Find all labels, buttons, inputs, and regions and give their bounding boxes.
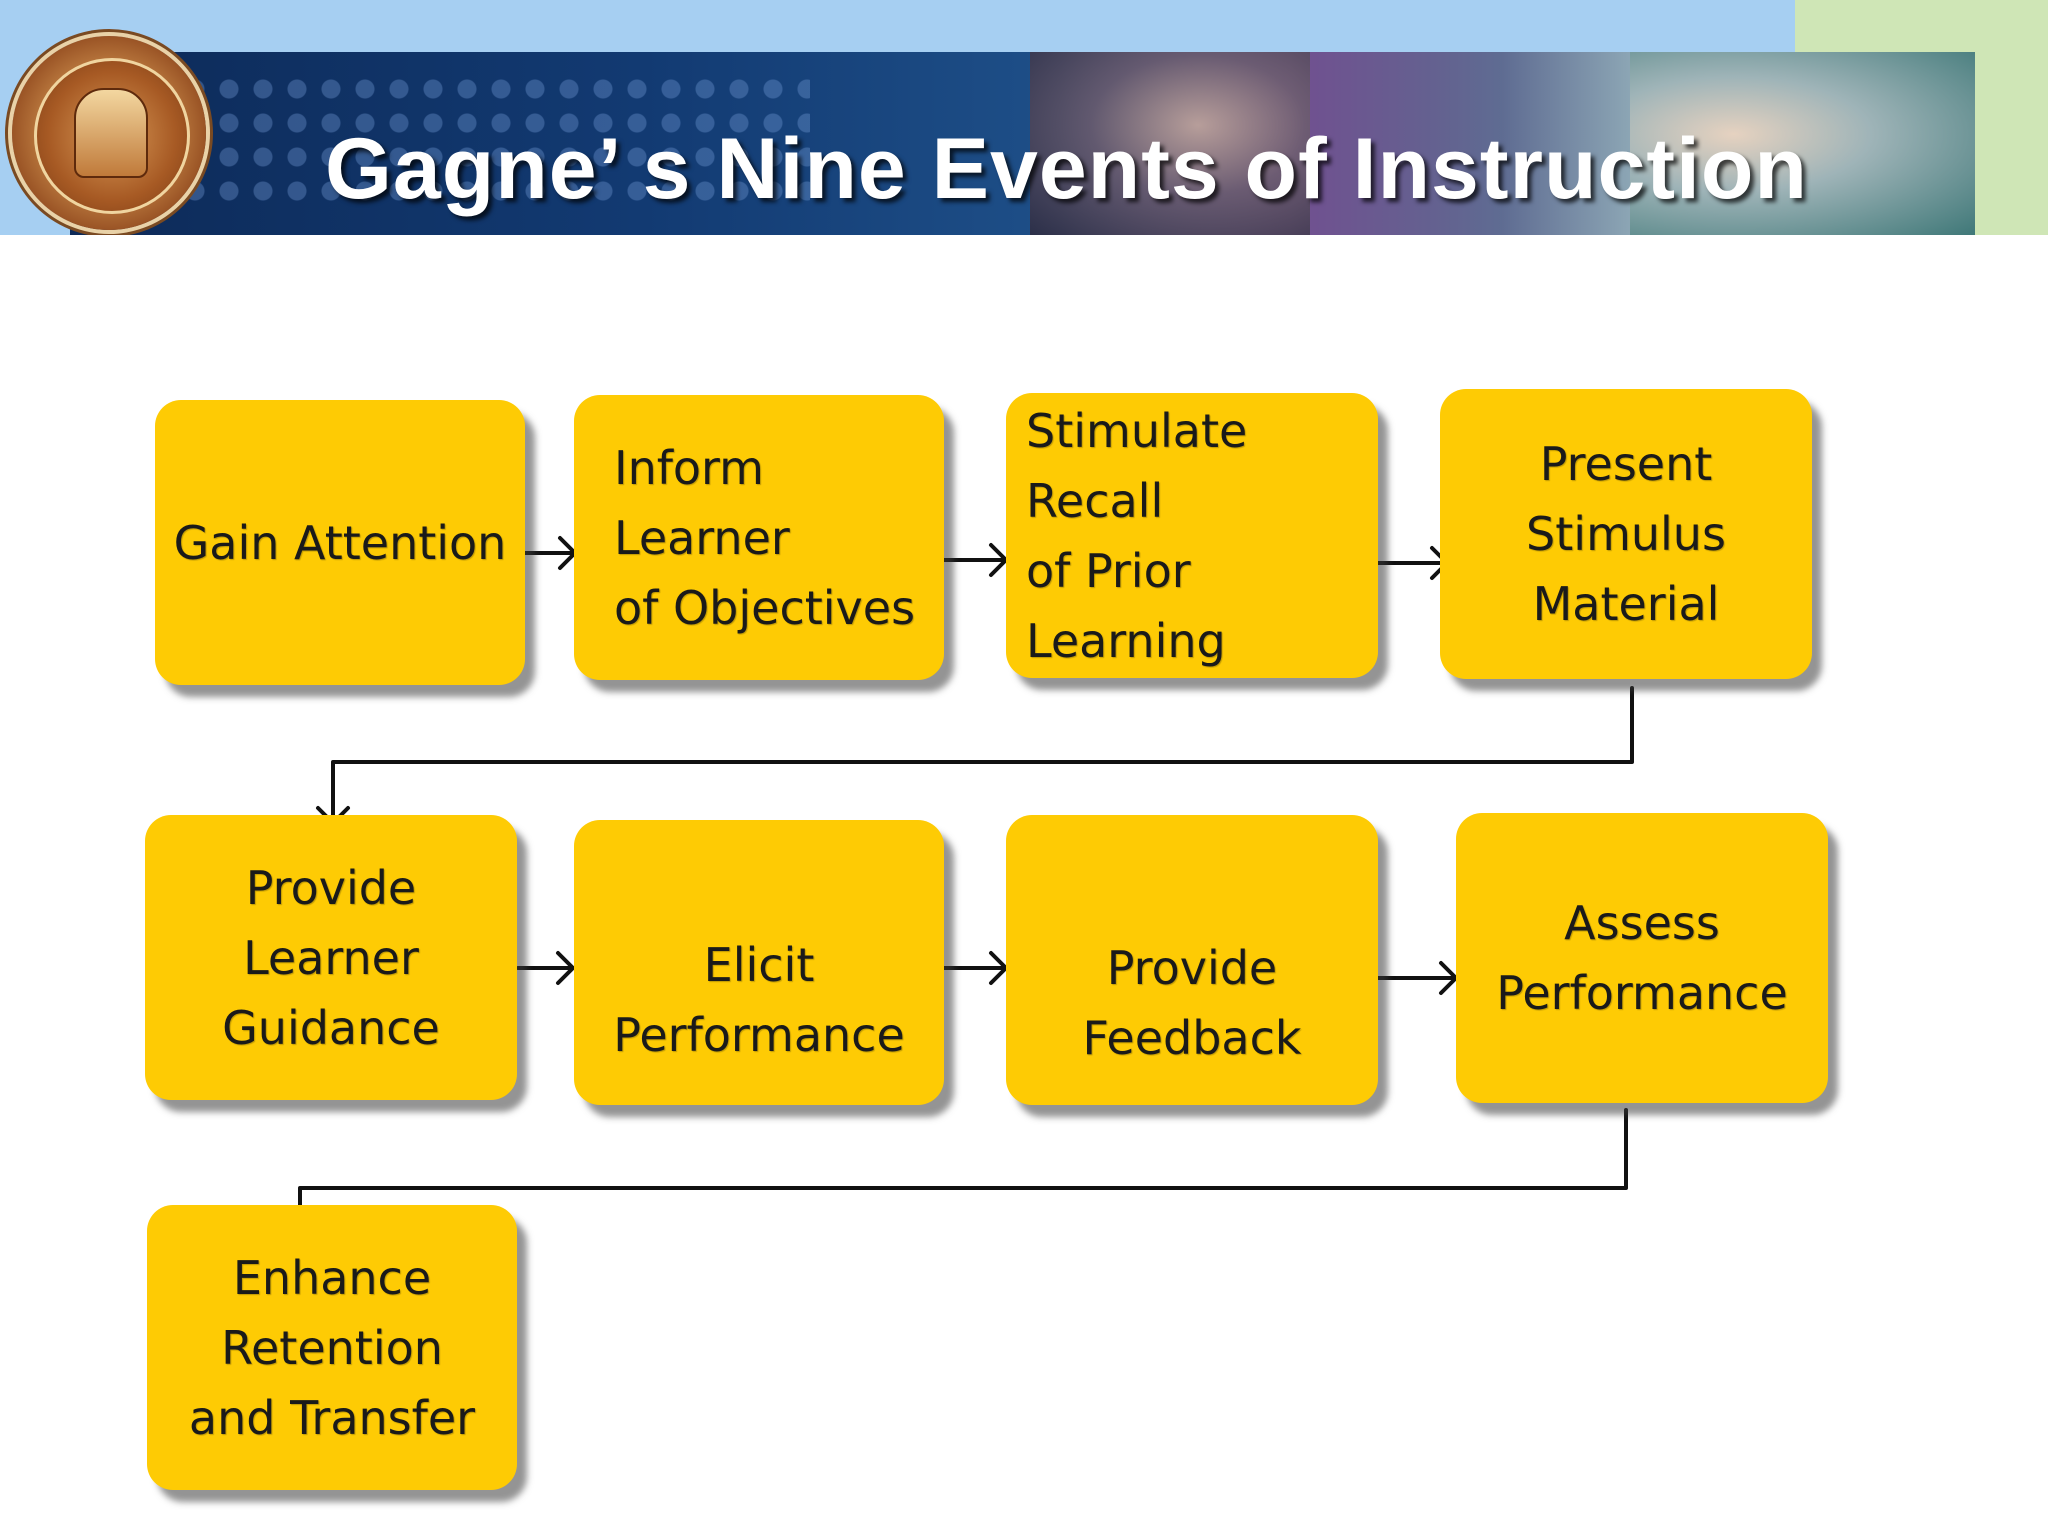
node-text: Provide Feedback [1082,941,1302,1065]
banner-photo-middle [1310,52,1630,235]
node-provide-guidance: Provide Learner Guidance [145,815,517,1100]
node-text: Inform Learner [614,440,790,565]
arrow-3-4 [1376,546,1449,580]
node-text: Elicit Performance [613,938,905,1062]
node-stimulate-recall: Stimulate Recall of Prior Learning [1006,393,1378,678]
arrow-2-3 [942,543,1008,577]
node-inform-learner: Inform Learner of Objectives [574,395,944,680]
node-assess-performance: Assess Performance [1456,813,1828,1103]
banner-pattern [110,72,810,212]
node-text: of Prior Learning [1026,543,1226,668]
node-text: Provide Learner [243,860,419,985]
top-band [0,0,1795,52]
node-present-stimulus: Present Stimulus Material [1440,389,1812,679]
node-text: Performance [1496,966,1788,1020]
node-text: Enhance Retention [221,1250,443,1375]
node-elicit-performance: Elicit Performance [574,820,944,1105]
node-text: Gain Attention [173,515,507,570]
node-enhance-retention: Enhance Retention and Transfer [147,1205,517,1490]
arrow-5-6 [516,951,575,985]
node-text: Guidance [222,1000,440,1055]
banner-photo-woman [1630,52,1975,235]
node-text: Assess [1564,896,1720,950]
arrow-6-7 [942,951,1008,985]
node-text: Present Stimulus [1526,437,1726,561]
node-provide-feedback: Provide Feedback [1006,815,1378,1105]
node-gain-attention: Gain Attention [155,400,525,685]
page-title: Gagne’ s Nine Events of Instruction [325,121,1808,217]
node-text: and Transfer [188,1390,476,1445]
header-banner [70,52,1975,235]
commission-seal-logo [12,36,206,230]
arrow-1-2 [522,536,577,570]
node-text: of Objectives [614,580,916,635]
banner-photo-people [1030,52,1310,235]
arrow-4-5 [316,686,1634,825]
node-text: Stimulate Recall [1026,403,1248,528]
arrow-7-8 [1376,961,1458,995]
seal-emblem-icon [74,88,148,178]
node-text: Material [1532,577,1720,631]
